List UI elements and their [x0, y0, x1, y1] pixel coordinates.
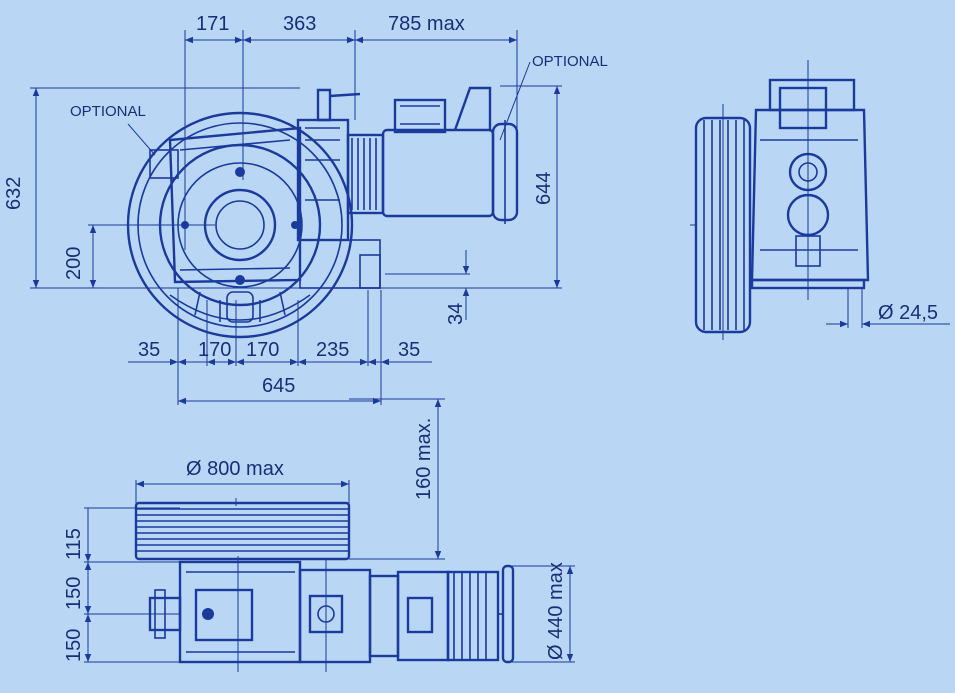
dim-sheave-diameter: Ø 800 max — [186, 458, 284, 480]
dim-363: 363 — [283, 13, 316, 35]
optional-label-right: OPTIONAL — [532, 53, 608, 70]
dim-645: 645 — [262, 375, 295, 397]
top-motor — [368, 564, 515, 664]
dim-150-b: 150 — [63, 629, 85, 662]
side-sheave — [690, 104, 752, 340]
top-view: Ø 800 max 160 max. 115 150 150 — [63, 398, 575, 672]
dim-200: 200 — [63, 247, 85, 280]
dim-171: 171 — [196, 13, 229, 35]
top-brake — [298, 560, 372, 672]
dim-150-a: 150 — [63, 577, 85, 610]
shaft-diameter-dim — [826, 288, 950, 328]
dim-shaft-diameter: Ø 24,5 — [878, 302, 938, 324]
front-view: 171 363 785 max OPTIONAL OPTIONAL 632 20… — [3, 13, 608, 405]
dim-34: 34 — [445, 303, 467, 325]
dim-bottom-170-a: 170 — [198, 339, 231, 361]
dim-bottom-235: 235 — [316, 339, 349, 361]
dim-handwheel-diameter: Ø 440 max — [545, 562, 567, 660]
side-view: Ø 24,5 — [690, 60, 950, 340]
dim-785-max: 785 max — [388, 13, 465, 35]
dim-632: 632 — [3, 177, 25, 210]
dim-160-max: 160 max. — [413, 418, 435, 500]
dim-bottom-170-b: 170 — [246, 339, 279, 361]
dim-bottom-35-left: 35 — [138, 339, 160, 361]
optional-label-left: OPTIONAL — [70, 103, 146, 120]
dim-644: 644 — [533, 172, 555, 205]
top-sheave — [134, 498, 351, 561]
dim-115: 115 — [63, 528, 85, 560]
dim-bottom-35-right: 35 — [398, 339, 420, 361]
motor — [346, 86, 519, 224]
side-gearbox — [750, 60, 870, 300]
